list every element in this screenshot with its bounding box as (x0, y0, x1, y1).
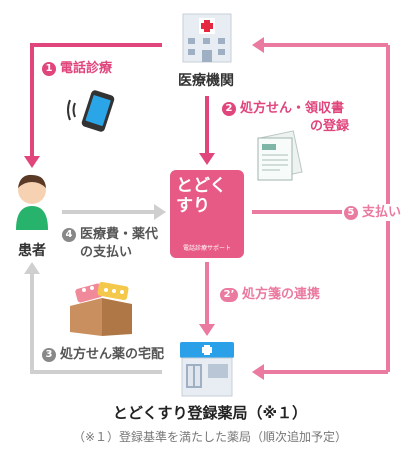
arrow-pharmacy-to-patient (30, 272, 162, 374)
pharmacy-icon (174, 338, 240, 398)
arrowhead-center-gray (154, 204, 166, 220)
step2-number: 2 (222, 102, 236, 116)
hospital-icon (177, 8, 237, 64)
todokusuri-center: とどくすり 電話診療サポート (170, 170, 244, 258)
arrowhead-center (199, 153, 215, 165)
arrowhead-patient-gray (24, 262, 40, 274)
step2b-label: 2’ 処方箋の連携 (220, 286, 320, 303)
step1-number: 1 (42, 62, 56, 76)
pharmacy-label: とどくすり登録薬局（※１） (112, 404, 308, 422)
arrowhead-payment-pharmacy (252, 364, 264, 380)
step4-label-line2: の支払い (80, 245, 133, 260)
step2-label-line2: の登録 (310, 119, 350, 134)
step3-label: 3 処方せん薬の宅配 (42, 346, 164, 363)
arrow-hospital-to-patient (30, 43, 162, 158)
phone-icon (64, 88, 120, 134)
step2-label: 2 処方せん・領収書 (222, 100, 344, 117)
step3-number: 3 (42, 348, 56, 362)
pharmacy-footnote: （※１）登録基準を満たした薬局（順次追加予定） (72, 430, 348, 444)
arrowhead-patient (24, 156, 40, 168)
hospital-label: 医療機関 (178, 73, 234, 89)
step1-label: 1 電話診療 (42, 60, 112, 77)
step4-label: 4 医療費・薬代 (62, 226, 158, 243)
step2b-text: 処方箋の連携 (242, 287, 321, 302)
patient-label: 患者 (18, 243, 46, 259)
step2-text-line1: 処方せん・領収書 (240, 101, 345, 116)
step4-number: 4 (62, 228, 76, 242)
brand-name: とどくすり (176, 176, 227, 216)
person-icon (8, 170, 56, 232)
step1-text: 電話診療 (60, 61, 113, 76)
step4-text-line1: 医療費・薬代 (80, 227, 159, 242)
arrowhead-payment-hospital (252, 37, 264, 53)
step5-label: 5 支払い (342, 204, 404, 221)
brand-subtitle: 電話診療サポート (182, 245, 231, 252)
arrowhead-pharmacy (199, 324, 215, 336)
medicine-box-icon (62, 276, 140, 342)
step2b-number: 2’ (220, 288, 238, 302)
step5-number: 5 (344, 206, 358, 220)
step3-text: 処方せん薬の宅配 (60, 347, 165, 362)
prescription-icon (250, 130, 310, 184)
step5-text: 支払い (362, 205, 402, 220)
